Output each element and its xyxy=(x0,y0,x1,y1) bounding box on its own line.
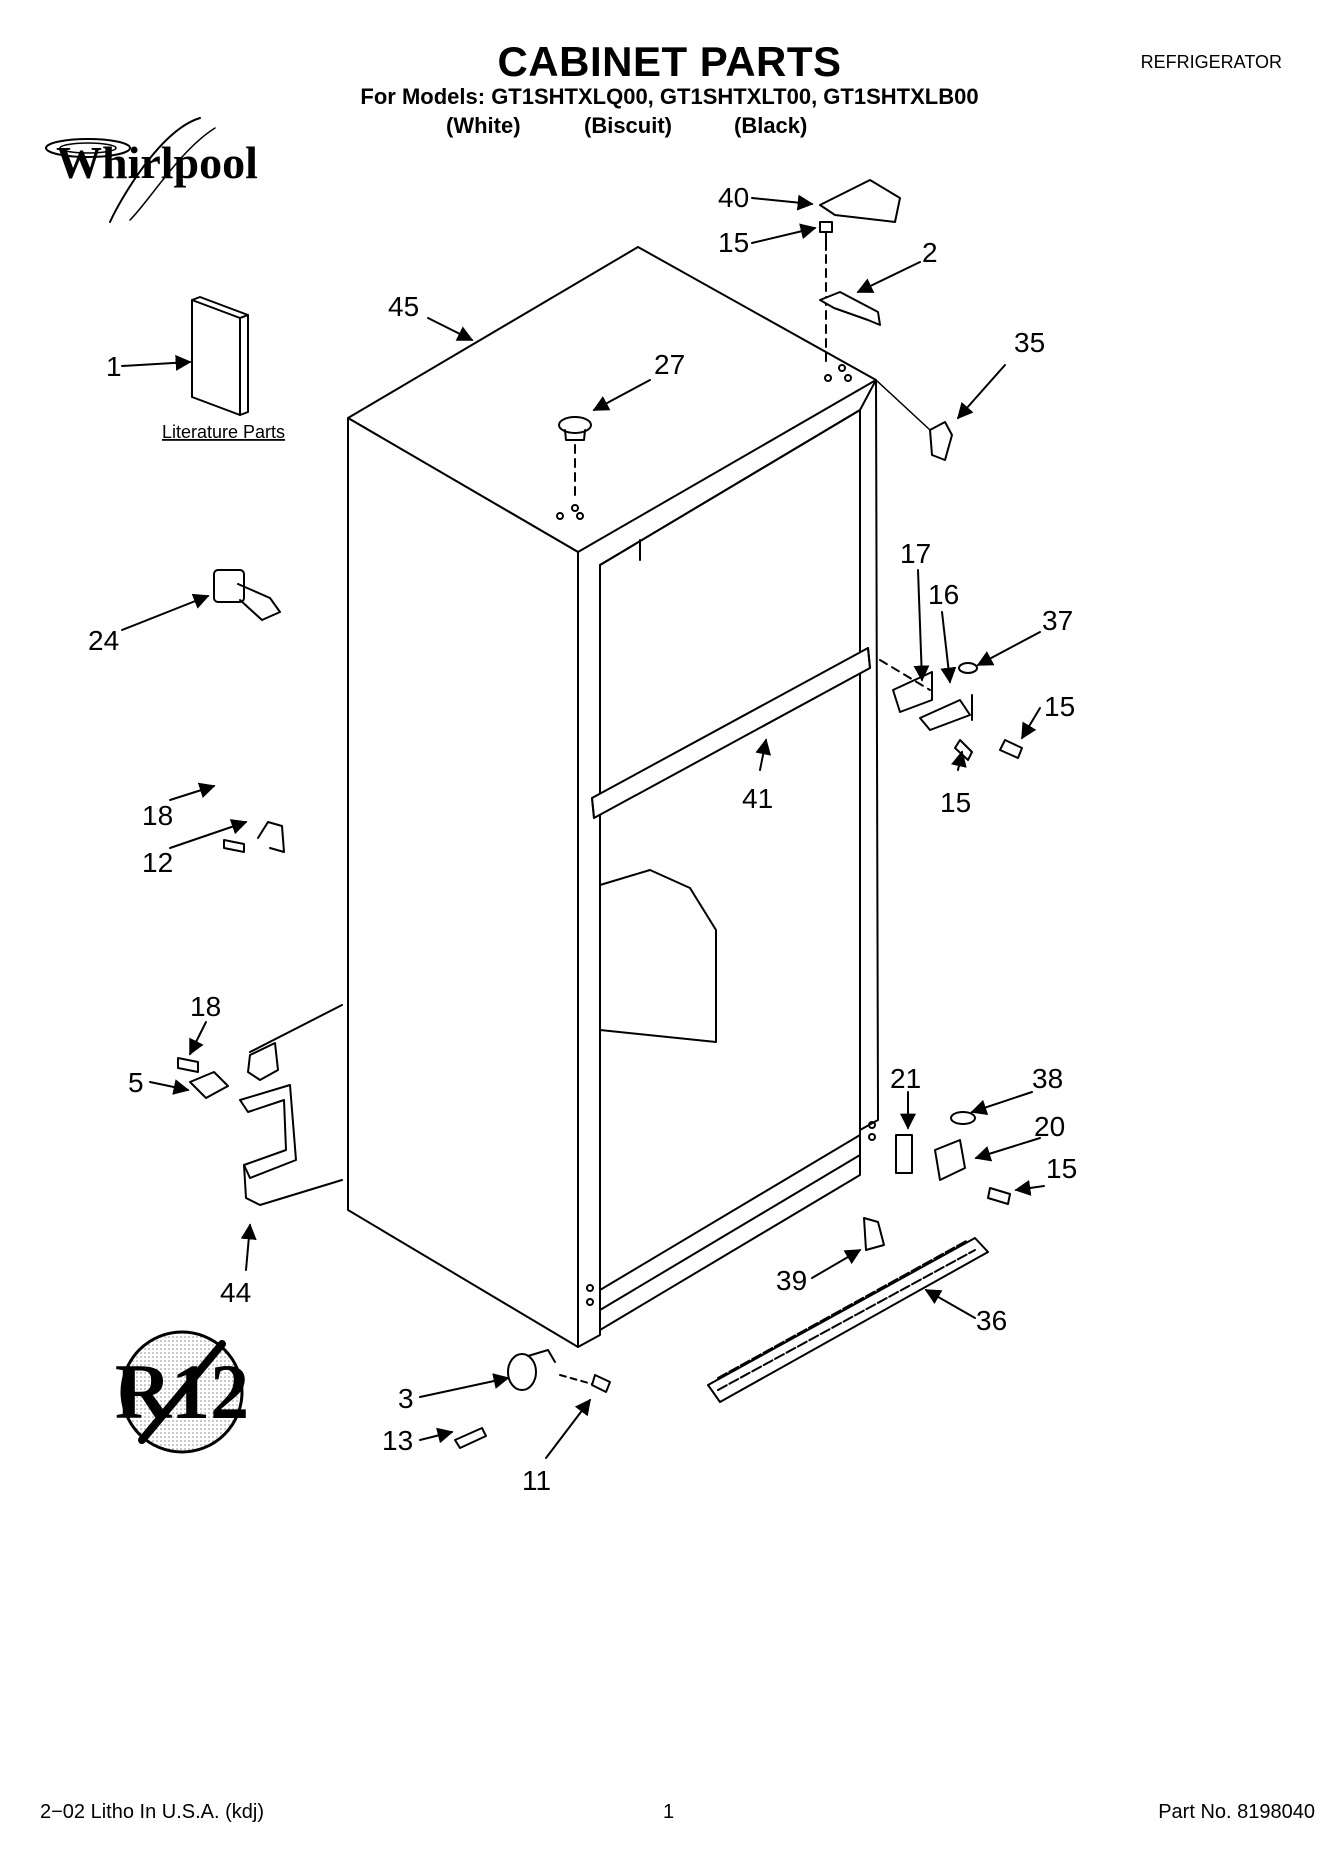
whirlpool-logo: Whirlpool xyxy=(45,117,258,223)
callout-leaders xyxy=(121,194,1045,1459)
callout-21: 21 xyxy=(890,1063,921,1094)
footer-litho: 2−02 Litho In U.S.A. (kdj) xyxy=(40,1801,265,1823)
refrigerator-cabinet xyxy=(347,246,879,1348)
part-38-washer xyxy=(950,1111,976,1125)
callout-16: 16 xyxy=(928,579,959,610)
callout-15-right: 15 xyxy=(1044,691,1075,722)
part-13-pin xyxy=(454,1427,487,1449)
callout-11: 11 xyxy=(522,1465,551,1496)
callout-38: 38 xyxy=(1032,1063,1063,1094)
part-3-roller xyxy=(507,1349,556,1391)
page-title: CABINET PARTS xyxy=(497,38,842,85)
footer-part-number: Part No. 8198040 xyxy=(1158,1801,1315,1823)
part-15-screw-top xyxy=(819,221,833,366)
callout-12: 12 xyxy=(142,847,173,878)
part-20-bottom-hinge xyxy=(934,1139,966,1181)
callout-36: 36 xyxy=(976,1305,1007,1336)
callout-18-lower: 18 xyxy=(190,991,221,1022)
part-16-center-hinge xyxy=(879,659,978,731)
callout-39: 39 xyxy=(776,1265,807,1296)
callout-3: 3 xyxy=(398,1383,414,1414)
part-2-top-hinge xyxy=(819,291,881,326)
part-12-bracket xyxy=(223,821,285,853)
part-18-screw-lower xyxy=(177,1057,199,1073)
color-black: (Black) xyxy=(734,113,808,138)
callout-13: 13 xyxy=(382,1425,413,1456)
part-24-door-stop xyxy=(213,569,281,621)
callout-24: 24 xyxy=(88,625,119,656)
part-39-clip xyxy=(863,1217,885,1251)
color-white: (White) xyxy=(446,113,521,138)
callout-15-center: 15 xyxy=(940,787,971,818)
callout-35: 35 xyxy=(1014,327,1045,358)
callout-15-bottom: 15 xyxy=(1046,1153,1077,1184)
callout-45: 45 xyxy=(388,291,419,322)
part-5-hinge-bracket xyxy=(189,1071,229,1099)
callout-2: 2 xyxy=(922,237,938,268)
callout-15-top: 15 xyxy=(718,227,749,258)
part-40-hinge-cover xyxy=(819,179,901,223)
callout-20: 20 xyxy=(1034,1111,1065,1142)
part-11-screw xyxy=(591,1374,611,1393)
part-15-screw-center xyxy=(954,739,973,761)
callout-27: 27 xyxy=(654,349,685,380)
callout-41: 41 xyxy=(742,783,773,814)
callout-40: 40 xyxy=(718,182,749,213)
part-27-plug xyxy=(558,416,592,501)
footer-page-number: 1 xyxy=(663,1801,675,1823)
brand-logo-text: Whirlpool xyxy=(56,137,258,188)
color-biscuit: (Biscuit) xyxy=(584,113,672,138)
callout-5: 5 xyxy=(128,1067,144,1098)
part-36-toe-grille xyxy=(707,1237,989,1403)
part-35-hinge-cap xyxy=(929,421,953,461)
part-21-shim xyxy=(895,1134,913,1174)
part-44-lower-hinge xyxy=(239,1004,343,1206)
no-r12-symbol: R12 xyxy=(115,1330,249,1454)
models-line: For Models: GT1SHTXLQ00, GT1SHTXLT00, GT… xyxy=(360,84,979,109)
part-15-screw-bottom xyxy=(987,1187,1011,1205)
callout-44: 44 xyxy=(220,1277,251,1308)
literature-parts-label: Literature Parts xyxy=(162,422,285,442)
callout-37: 37 xyxy=(1042,605,1073,636)
part-15-screw-side xyxy=(999,739,1023,759)
callout-17: 17 xyxy=(900,538,931,569)
category-label: REFRIGERATOR xyxy=(1140,52,1282,72)
literature-booklet xyxy=(191,296,249,416)
callout-1: 1 xyxy=(106,351,122,382)
callout-18-upper: 18 xyxy=(142,800,173,831)
